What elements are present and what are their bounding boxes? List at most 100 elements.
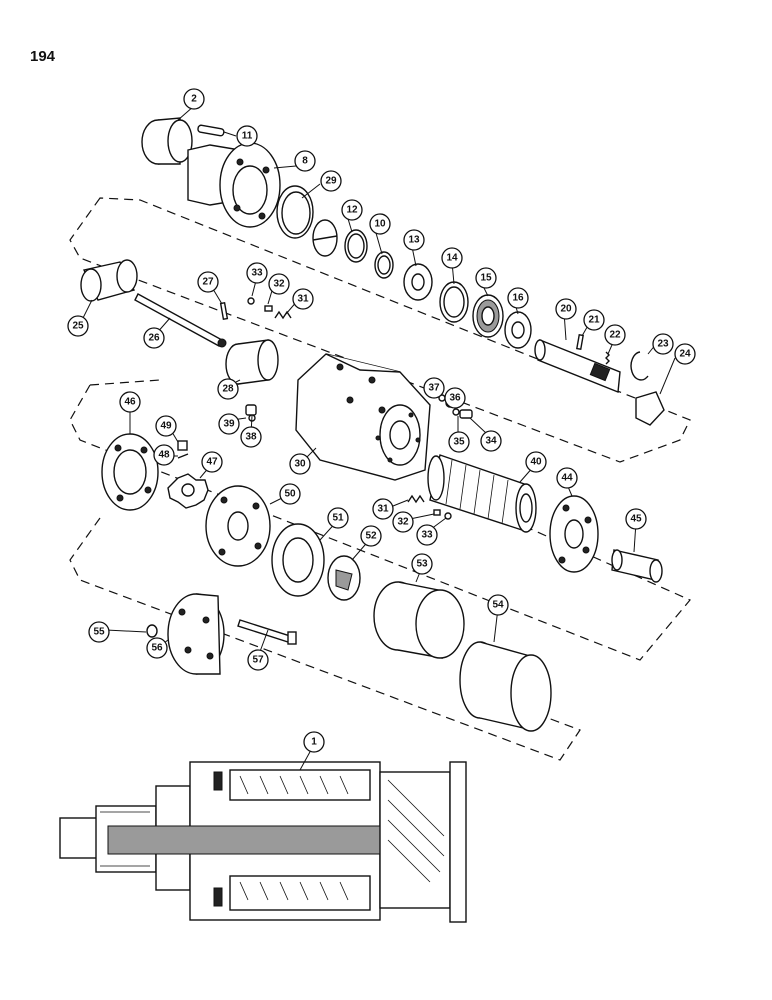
spring-part-31a	[274, 310, 292, 320]
valve-housing-part-30	[295, 353, 431, 481]
callout-1: 1	[303, 731, 325, 753]
callout-35: 35	[448, 431, 470, 453]
washer-part-55	[146, 624, 158, 638]
ring-part-12	[344, 229, 368, 263]
callout-29: 29	[320, 170, 342, 192]
callout-label: 10	[374, 219, 386, 230]
sleeve-part-25	[80, 259, 138, 302]
callout-label: 32	[397, 517, 409, 528]
callout-label: 34	[485, 436, 497, 447]
callout-label: 24	[679, 349, 691, 360]
pin-part-11	[197, 124, 225, 137]
thrust-bearing-part-15	[472, 294, 504, 338]
callout-44: 44	[556, 467, 578, 489]
callout-21: 21	[583, 309, 605, 331]
callout-8: 8	[294, 150, 316, 172]
gerotor-ring-part-46	[101, 433, 159, 511]
callout-label: 31	[297, 294, 309, 305]
steering-valve-section-view-part-1	[59, 761, 467, 923]
cross-pin-part-26	[134, 293, 227, 348]
callout-31b: 31	[372, 498, 394, 520]
snap-ring-part-10	[374, 251, 394, 279]
callout-label: 44	[561, 473, 573, 484]
callout-label: 16	[512, 293, 524, 304]
callout-label: 31	[377, 504, 389, 515]
group-boundary-upper	[69, 197, 691, 463]
ball-part-33a	[247, 297, 255, 305]
callout-56: 56	[146, 637, 168, 659]
callout-52: 52	[360, 525, 382, 547]
drive-shaft-part-45	[611, 549, 663, 583]
callout-22: 22	[604, 324, 626, 346]
seal-part-35	[452, 408, 460, 416]
key-part-49	[177, 440, 188, 451]
callout-label: 39	[223, 419, 235, 430]
spool-shaft-part-20	[534, 339, 621, 393]
cylinder-part-54	[459, 641, 552, 732]
sleeve-part-28	[225, 339, 279, 385]
callout-label: 45	[630, 514, 642, 525]
callout-38: 38	[240, 426, 262, 448]
washer-part-13	[403, 263, 433, 301]
ring-part-23	[630, 351, 649, 381]
callout-label: 32	[273, 279, 285, 290]
spring-part-31b	[407, 494, 425, 504]
group-boundary-lower	[69, 517, 581, 761]
callout-label: 36	[449, 393, 461, 404]
callout-label: 46	[124, 397, 136, 408]
callout-label: 33	[251, 268, 263, 279]
callout-31a: 31	[292, 288, 314, 310]
callout-label: 33	[421, 530, 433, 541]
callout-27: 27	[197, 271, 219, 293]
callout-label: 11	[242, 131, 253, 142]
callout-46: 46	[119, 391, 141, 413]
spacer-plate-part-50	[205, 485, 271, 567]
callout-37: 37	[423, 377, 445, 399]
callout-47: 47	[201, 451, 223, 473]
needle-bearing	[312, 219, 338, 257]
callout-53: 53	[411, 553, 433, 575]
callout-label: 25	[72, 321, 84, 332]
callout-48: 48	[153, 444, 175, 466]
fitting-part-38	[245, 404, 257, 416]
end-plate-part-44	[549, 495, 599, 573]
callout-label: 27	[202, 277, 214, 288]
callout-13: 13	[403, 229, 425, 251]
callout-12: 12	[341, 199, 363, 221]
seat-part-32b	[433, 509, 441, 516]
callout-label: 20	[560, 304, 572, 315]
star-rotor-part-47	[167, 473, 209, 509]
callout-label: 55	[93, 627, 105, 638]
callout-label: 2	[191, 94, 197, 105]
plate-part-51	[271, 523, 325, 597]
pin-part-48	[177, 453, 189, 459]
callout-39: 39	[218, 413, 240, 435]
seal-part-14	[439, 281, 469, 323]
callout-label: 28	[222, 384, 234, 395]
callout-40: 40	[525, 451, 547, 473]
callout-45: 45	[625, 508, 647, 530]
callout-32b: 32	[392, 511, 414, 533]
callout-34: 34	[480, 430, 502, 452]
callout-label: 54	[492, 600, 504, 611]
callout-label: 56	[151, 643, 163, 654]
callout-label: 53	[416, 559, 428, 570]
plate-part-52	[327, 555, 361, 601]
callout-label: 37	[428, 383, 440, 394]
callout-label: 13	[408, 235, 420, 246]
ball-part-33b	[444, 512, 452, 520]
cylinder-part-53	[373, 581, 465, 659]
bolt-part-57	[237, 619, 297, 645]
callout-label: 47	[206, 457, 218, 468]
callout-label: 38	[245, 432, 257, 443]
callout-label: 26	[148, 333, 160, 344]
callout-28: 28	[217, 378, 239, 400]
callout-25: 25	[67, 315, 89, 337]
callout-label: 51	[332, 513, 344, 524]
callout-50: 50	[279, 483, 301, 505]
callout-label: 52	[365, 531, 377, 542]
callout-51: 51	[327, 507, 349, 529]
washer-part-16	[504, 311, 532, 349]
plug-part-34	[459, 409, 473, 419]
